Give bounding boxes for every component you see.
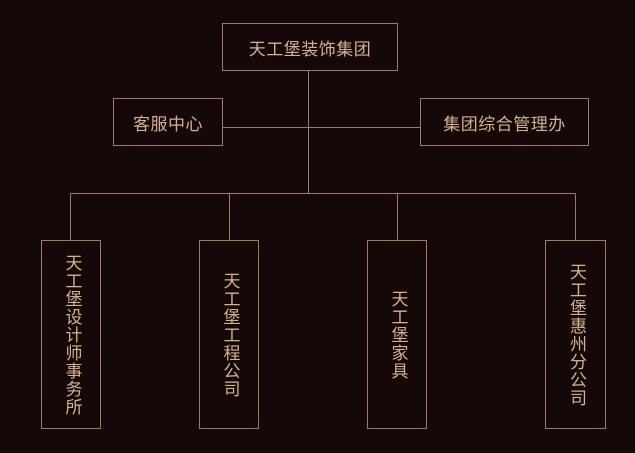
right-aux-label: 集团综合管理办 [443, 114, 566, 135]
root-node-label: 天工堡装饰集团 [248, 39, 372, 60]
child-node-label: 天工堡工程公司 [219, 271, 240, 398]
child-node-label: 天工堡惠州分公司 [566, 262, 586, 407]
left-aux-node: 客服中心 [113, 98, 223, 146]
child-node-label: 天工堡家具 [387, 289, 408, 380]
child-node-label: 天工堡设计师事务所 [61, 253, 82, 416]
child-node-furniture: 天工堡家具 [367, 240, 427, 429]
child-node-design: 天工堡设计师事务所 [41, 240, 101, 429]
right-aux-node: 集团综合管理办 [420, 98, 589, 146]
child-node-huizhou: 天工堡惠州分公司 [545, 240, 606, 429]
child-node-engineering: 天工堡工程公司 [199, 240, 259, 429]
left-aux-label: 客服中心 [133, 114, 203, 135]
root-node: 天工堡装饰集团 [222, 23, 398, 71]
